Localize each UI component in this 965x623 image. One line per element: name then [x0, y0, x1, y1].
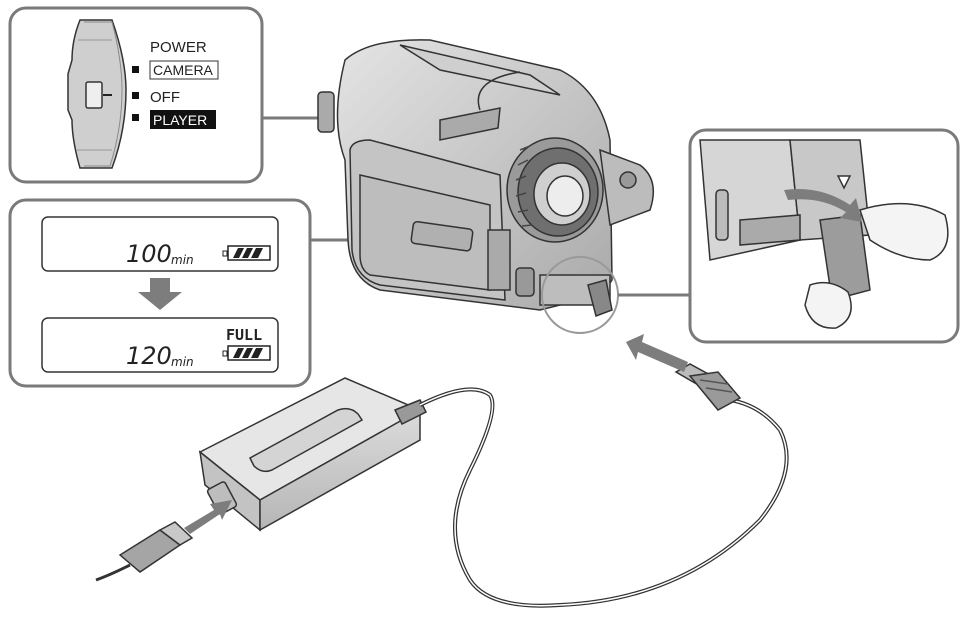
mains-plug-in-arrow-icon: [184, 500, 232, 534]
lcd-before: [41, 216, 279, 272]
time-after: 120: [126, 342, 172, 370]
player-label-box: [150, 110, 216, 129]
dc-cable: [419, 387, 789, 608]
camera-label: CAMERA: [153, 62, 214, 78]
mains-plug: [118, 521, 194, 573]
battery-icon-after: [222, 345, 271, 361]
battery-icon-before: [222, 245, 271, 261]
camcorder: [317, 39, 655, 317]
power-title: POWER: [150, 39, 207, 56]
cover-triangle-icon: [836, 175, 852, 190]
plug-in-arrow-icon: [626, 334, 688, 372]
dc-plug: [674, 363, 742, 411]
unit-before: min: [171, 253, 194, 267]
camcorder-lens: [506, 137, 604, 243]
off-marker: [132, 92, 139, 99]
power-switch-panel: POWER CAMERA OFF PLAYER: [8, 6, 264, 184]
player-label: PLAYER: [153, 112, 207, 128]
ac-adaptor: [198, 377, 428, 532]
mains-cable: [95, 563, 131, 582]
battery-display-panel: 100 min FULL 120 min: [8, 198, 312, 388]
jack-cover-detail-panel: [688, 128, 960, 344]
player-marker: [132, 114, 139, 121]
power-switch-graphic: [67, 19, 127, 169]
open-cover-arrow-icon: [784, 189, 862, 222]
lcd-after: [41, 317, 279, 373]
camera-marker: [132, 66, 139, 73]
down-arrow-icon: [138, 278, 182, 310]
full-label: FULL: [226, 326, 262, 344]
time-before: 100: [126, 240, 172, 268]
unit-after: min: [171, 355, 194, 369]
off-label: OFF: [150, 89, 180, 106]
camera-label-box: [149, 60, 219, 80]
